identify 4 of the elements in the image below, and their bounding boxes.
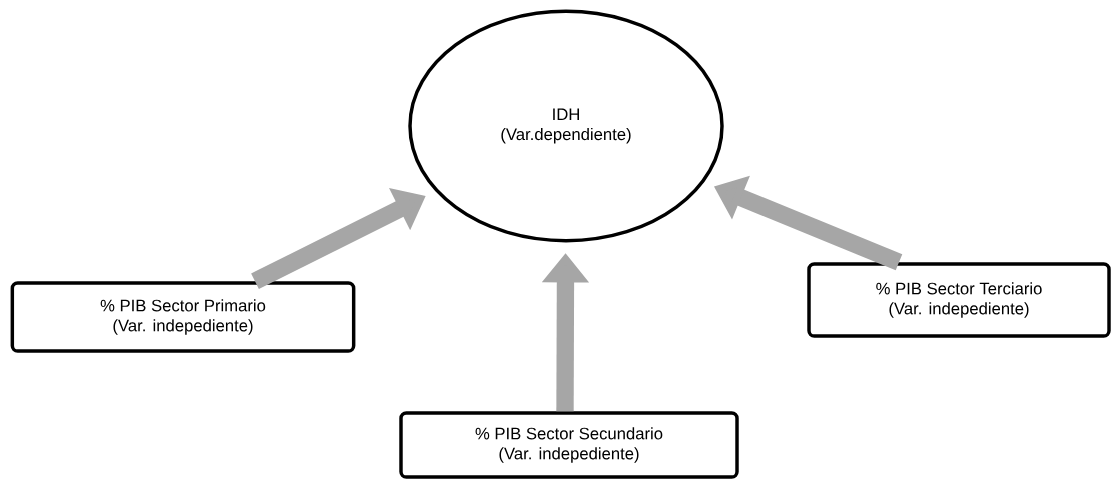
- variable-box: % PIB Sector Primario (Var. indepediente): [10, 281, 356, 353]
- ellipse-node: IDH (Var.dependiente): [408, 9, 724, 243]
- variable-box: % PIB Sector Secundario (Var. indepediente): [399, 411, 739, 479]
- variable-box: % PIB Sector Terciario (Var. indepediente): [807, 262, 1111, 338]
